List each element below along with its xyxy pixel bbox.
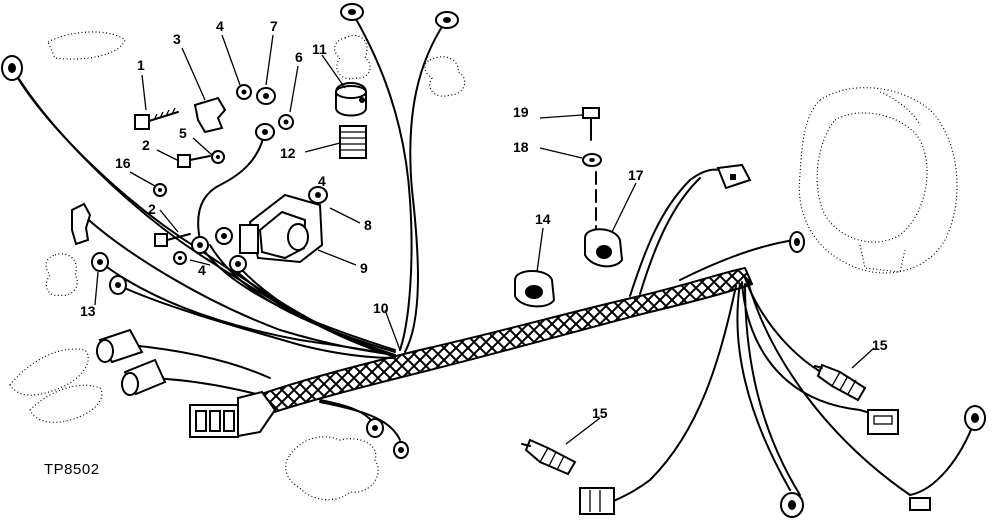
ring-terminal xyxy=(308,186,328,204)
switch-assembly xyxy=(191,193,324,273)
callout-label: 4 xyxy=(216,18,224,34)
callout-label: 14 xyxy=(535,211,551,227)
washer xyxy=(256,87,276,105)
nut xyxy=(173,251,187,265)
multi-pin-connector xyxy=(189,390,277,438)
cylindrical-connector xyxy=(121,358,167,396)
callout-labels: 1 2 2 3 4 4 4 5 6 7 8 9 10 11 12 13 14 1… xyxy=(80,18,888,421)
cap-screw xyxy=(582,107,600,141)
callout-label: 7 xyxy=(270,18,278,34)
leader-lines xyxy=(94,34,875,445)
sensor xyxy=(814,363,867,402)
callout-label: 8 xyxy=(364,217,372,233)
washer xyxy=(211,150,225,164)
bracket xyxy=(193,96,227,134)
connector-plug xyxy=(909,497,931,511)
callout-label: 15 xyxy=(592,405,608,421)
hardware-parts xyxy=(71,84,294,295)
callout-label: 16 xyxy=(115,155,131,171)
ring-terminal xyxy=(789,231,805,253)
wire-clip xyxy=(71,202,92,246)
ring-terminal xyxy=(1,55,23,81)
bolt xyxy=(154,233,191,247)
rubber-cap xyxy=(335,82,367,117)
ring-terminal xyxy=(435,11,459,29)
ring-terminal xyxy=(340,3,364,21)
connector-plug xyxy=(716,163,752,190)
harness-braid-trunk xyxy=(248,266,754,418)
callout-label: 12 xyxy=(280,145,296,161)
callout-label: 9 xyxy=(360,260,368,276)
sensor xyxy=(521,438,577,476)
callout-label: 1 xyxy=(137,57,145,73)
callout-label: 3 xyxy=(173,31,181,47)
bolt xyxy=(134,107,179,130)
ring-terminals xyxy=(1,3,986,518)
callout-label: 2 xyxy=(142,137,150,153)
grommet xyxy=(109,275,127,295)
callout-label: 11 xyxy=(312,41,327,57)
callout-label: 4 xyxy=(318,173,326,189)
callout-label: 2 xyxy=(148,201,156,217)
nut xyxy=(236,84,252,100)
clamp xyxy=(584,228,624,268)
callout-label: 6 xyxy=(295,49,303,65)
nut xyxy=(153,183,167,197)
figure-id: TP8502 xyxy=(44,461,100,478)
bolt xyxy=(177,154,211,168)
callout-label: 15 xyxy=(872,337,888,353)
nut xyxy=(278,114,294,130)
callout-label: 5 xyxy=(179,125,187,141)
ring-terminal xyxy=(366,418,384,438)
spring xyxy=(339,125,367,159)
ring-terminal xyxy=(255,123,275,141)
grommet xyxy=(91,252,109,272)
washer xyxy=(582,153,602,167)
connector-plug xyxy=(579,487,615,515)
cylindrical-connector xyxy=(96,328,144,364)
background-engine-outlines xyxy=(9,31,958,501)
callout-label: 18 xyxy=(513,139,529,155)
harness-wires xyxy=(11,11,976,506)
clamp xyxy=(514,270,556,308)
ring-terminal xyxy=(964,405,986,431)
ring-terminal xyxy=(780,492,804,518)
callout-label: 4 xyxy=(198,262,206,278)
callout-label: 10 xyxy=(373,300,389,316)
callout-label: 13 xyxy=(80,303,96,319)
connector-plug xyxy=(867,409,899,435)
callout-label: 19 xyxy=(513,104,529,120)
callout-label: 17 xyxy=(628,167,644,183)
ring-terminal xyxy=(393,441,409,459)
